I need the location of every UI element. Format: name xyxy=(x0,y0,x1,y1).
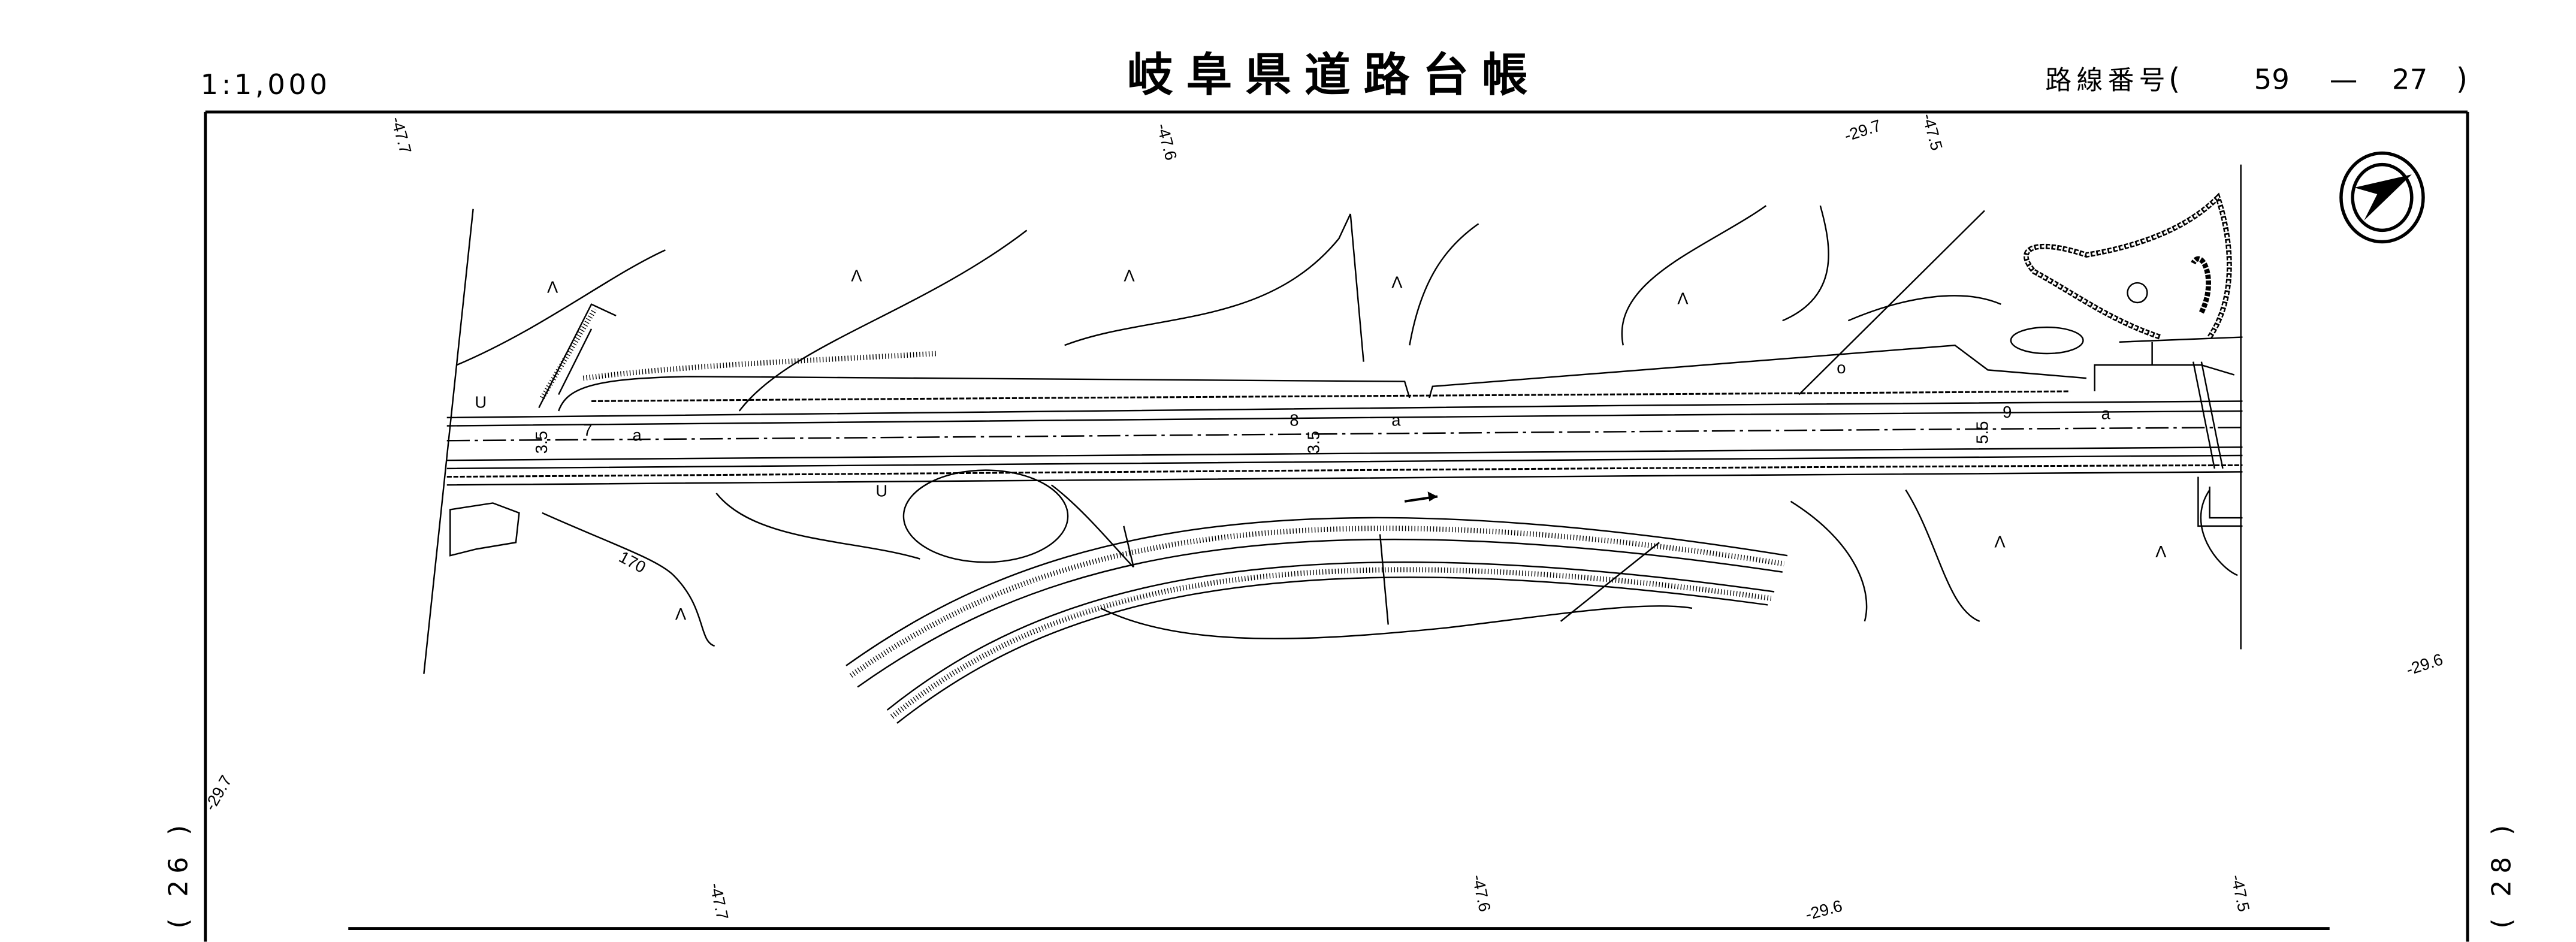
roundabout-island xyxy=(902,469,1069,563)
adjacent-sheet-left: ( 26 ) xyxy=(164,819,194,929)
svg-text:7: 7 xyxy=(583,421,592,439)
svg-text:Λ: Λ xyxy=(547,278,558,297)
map-frame xyxy=(204,110,2469,942)
svg-text:9: 9 xyxy=(2003,403,2012,421)
svg-text:-29.6: -29.6 xyxy=(2404,650,2445,679)
grid-labels: -47.7 -47.6 -29.7 -47.5 -29.6 -29.7 -47.… xyxy=(201,111,2445,924)
svg-text:a: a xyxy=(1391,411,1401,430)
road-annotations: U a a a 7 8 9 3.5 3.5 5.5 o U xyxy=(475,358,2110,500)
svg-text:3.5: 3.5 xyxy=(532,431,551,454)
svg-text:5.5: 5.5 xyxy=(1973,421,1991,444)
svg-text:Λ: Λ xyxy=(675,605,687,623)
route-number: 路線番号 ( 59 — 27 ) xyxy=(2045,62,2468,96)
ramp xyxy=(845,491,1788,724)
route-major-number: 59 xyxy=(2254,64,2290,96)
svg-text:-47.7: -47.7 xyxy=(706,881,732,922)
svg-text:U: U xyxy=(875,481,887,500)
adjacent-sheet-right: ( 28 ) xyxy=(2486,819,2517,929)
building xyxy=(449,502,520,557)
route-number-label: 路線番号 xyxy=(2045,65,2170,96)
svg-text:Λ: Λ xyxy=(1391,273,1403,291)
svg-text:-29.7: -29.7 xyxy=(1842,116,1883,145)
svg-text:-47.7: -47.7 xyxy=(388,114,415,155)
contour-label: 170 xyxy=(616,547,649,576)
main-road xyxy=(446,326,2243,527)
scale-label: 1:1,000 xyxy=(200,68,330,101)
svg-text:-47.5: -47.5 xyxy=(2227,873,2253,914)
contour-line xyxy=(456,249,666,366)
svg-text:-47.5: -47.5 xyxy=(1919,111,1946,152)
vegetation-marks: Λ Λ Λ Λ Λ Λ Λ Λ xyxy=(547,266,2167,623)
route-open-paren: ( xyxy=(2169,62,2180,96)
svg-text:a: a xyxy=(2101,404,2111,423)
route-close-paren: ) xyxy=(2456,62,2468,96)
north-arrow-icon xyxy=(2339,151,2425,244)
svg-text:-47.6: -47.6 xyxy=(1153,121,1180,162)
svg-text:Λ: Λ xyxy=(2155,542,2167,561)
svg-text:o: o xyxy=(1837,358,1846,377)
svg-text:3.5: 3.5 xyxy=(1304,431,1323,454)
svg-text:U: U xyxy=(475,393,487,411)
svg-text:Λ: Λ xyxy=(1677,289,1689,308)
svg-text:Λ: Λ xyxy=(1994,532,2006,551)
route-minor-number: 27 xyxy=(2392,64,2427,96)
svg-text:-47.6: -47.6 xyxy=(1469,873,1494,914)
hedge-chain xyxy=(2024,192,2232,340)
svg-text:Λ: Λ xyxy=(1124,266,1135,285)
route-dash: — xyxy=(2330,64,2358,96)
svg-text:-29.6: -29.6 xyxy=(1803,896,1844,924)
page-title: 岐阜県道路台帳 xyxy=(1127,49,1541,102)
embankment-hatch xyxy=(582,351,937,381)
svg-text:8: 8 xyxy=(1289,411,1298,430)
svg-text:Λ: Λ xyxy=(851,266,862,285)
left-boundary-line xyxy=(423,209,474,674)
svg-text:a: a xyxy=(633,425,642,444)
